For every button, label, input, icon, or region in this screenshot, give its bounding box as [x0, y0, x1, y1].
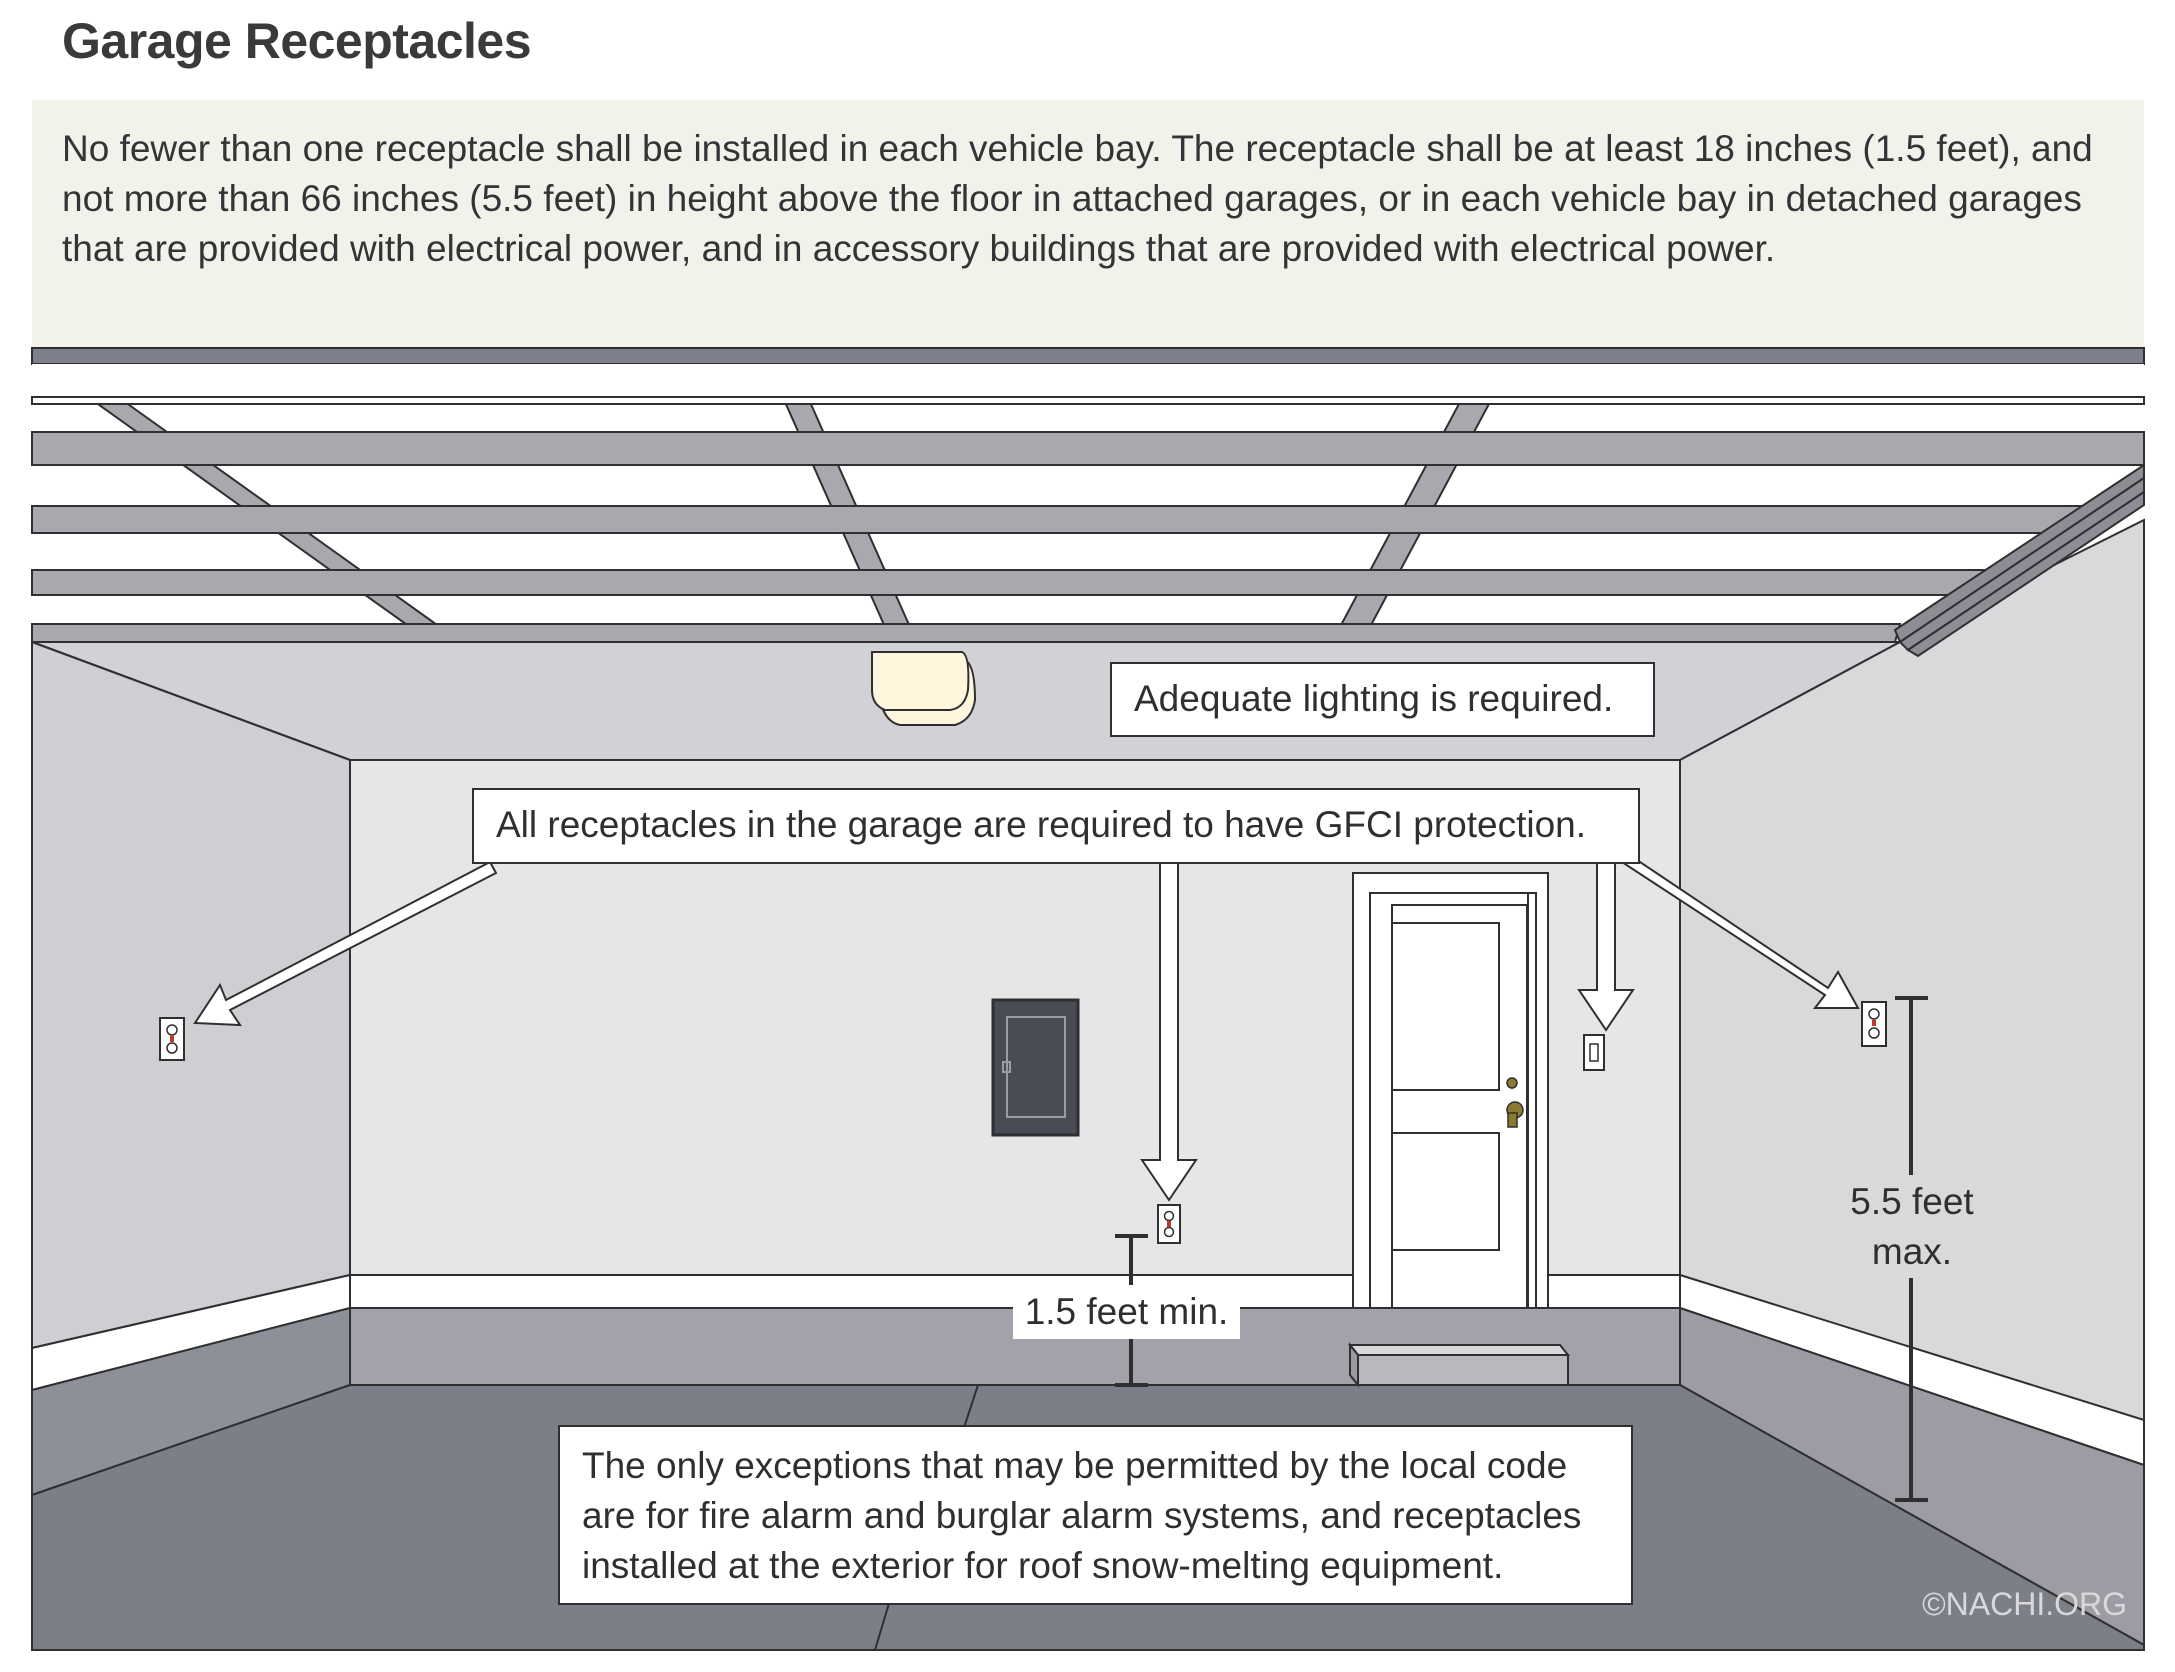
- ceiling-light-icon: [871, 651, 977, 726]
- arrow-icon: [193, 860, 1860, 1202]
- intro-panel: No fewer than one receptacle shall be in…: [32, 100, 2144, 348]
- door-knob-icon: [1506, 1077, 1524, 1128]
- electrical-panel-icon: [991, 998, 1080, 1137]
- exceptions-callout: The only exceptions that may be permitte…: [558, 1425, 1633, 1605]
- door-step: [1347, 1342, 1571, 1388]
- right-beam-stack: [1893, 463, 2145, 658]
- floor-seam: [874, 1599, 891, 1651]
- dimension-line-icon: [1895, 996, 1928, 1502]
- min-height-text: 1.5 feet min.: [1024, 1291, 1229, 1332]
- left-wall: [31, 640, 351, 1350]
- min-height-label: 1.5 feet min.: [1013, 1285, 1240, 1339]
- max-height-label: 5.5 feet max.: [1822, 1177, 2002, 1277]
- gfci-callout-text: All receptacles in the garage are requir…: [496, 804, 1587, 845]
- page-title: Garage Receptacles: [62, 13, 532, 69]
- lighting-callout-text: Adequate lighting is required.: [1134, 678, 1614, 719]
- copyright-text: ©NACHI.ORG: [1922, 1586, 2127, 1622]
- lighting-callout: Adequate lighting is required.: [1110, 662, 1655, 737]
- max-height-unit: max.: [1871, 1231, 1953, 1272]
- receptacle-icon: [1157, 1204, 1181, 1244]
- ceiling-beams: [31, 396, 2145, 643]
- exceptions-callout-text: The only exceptions that may be permitte…: [582, 1445, 1582, 1586]
- receptacle-icon: [159, 1017, 185, 1061]
- receptacle-icon: [1861, 1001, 1887, 1047]
- intro-text: No fewer than one receptacle shall be in…: [62, 128, 2093, 269]
- ceiling: [32, 364, 2144, 642]
- gfci-callout: All receptacles in the garage are requir…: [472, 788, 1640, 864]
- max-height-text: 5.5 feet: [1850, 1181, 1974, 1222]
- light-switch-icon: [1583, 1034, 1605, 1071]
- door-icon: [1352, 872, 1549, 1309]
- header-band: [31, 347, 2145, 365]
